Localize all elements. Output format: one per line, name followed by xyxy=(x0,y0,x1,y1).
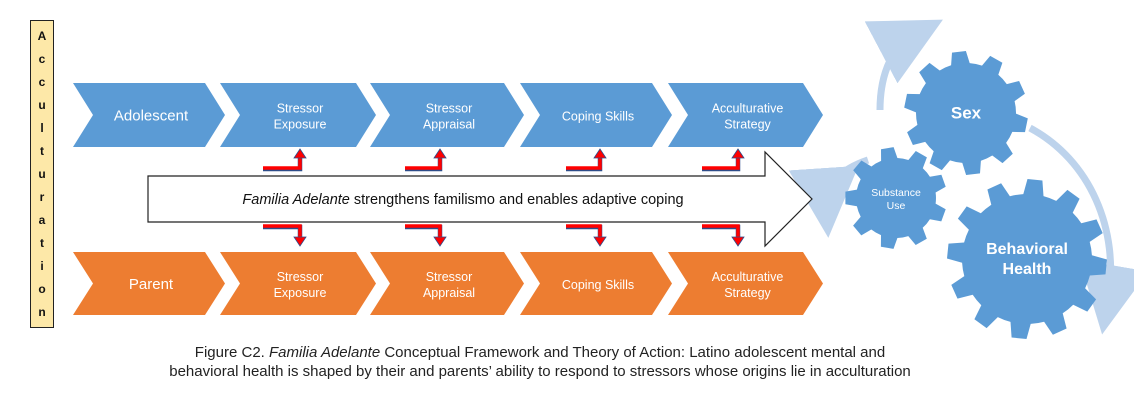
caption-line-1: Figure C2. Familia Adelante Conceptual F… xyxy=(40,343,1040,362)
down-connector xyxy=(405,224,442,238)
down-connector xyxy=(702,224,740,238)
up-arrowhead xyxy=(593,148,607,159)
parent-chevron xyxy=(73,252,225,315)
down-connector xyxy=(566,224,602,238)
side-letter: r xyxy=(39,189,45,204)
down-arrowhead xyxy=(433,236,447,247)
center-arrow-rest: strengthens familismo and enables adapti… xyxy=(350,192,684,208)
adolescent-chevron xyxy=(370,83,524,147)
up-arrowhead xyxy=(433,148,447,159)
down-connector-shadow xyxy=(405,224,443,238)
adolescent-chevron xyxy=(520,83,672,147)
substance-use-gear xyxy=(845,147,946,249)
sex-gear xyxy=(904,51,1028,175)
down-arrowhead xyxy=(731,236,745,247)
side-letter: u xyxy=(38,166,46,181)
caption-line-2: behavioral health is shaped by their and… xyxy=(169,363,911,380)
up-connector xyxy=(702,157,740,170)
down-connector-shadow xyxy=(566,224,603,238)
up-connector xyxy=(263,157,302,170)
parent-chevron xyxy=(370,252,524,315)
center-arrow-text: Familia Adelante strengthens familismo a… xyxy=(242,192,683,208)
down-connector-shadow xyxy=(263,224,303,238)
side-letter: i xyxy=(40,258,44,273)
down-arrowhead xyxy=(293,236,307,247)
down-connector xyxy=(263,224,302,238)
center-arrow-shape xyxy=(147,150,813,248)
side-letter: c xyxy=(38,75,46,90)
side-letter: A xyxy=(37,29,47,44)
side-letter: c xyxy=(38,52,46,67)
connector-arrows xyxy=(263,148,745,247)
center-arrow-italic: Familia Adelante xyxy=(242,192,349,208)
side-letter: u xyxy=(38,98,46,113)
up-arrowhead xyxy=(293,148,307,159)
side-letter: l xyxy=(40,121,44,136)
down-arrowhead xyxy=(593,236,607,247)
center-arrow: Familia Adelante strengthens familismo a… xyxy=(147,150,813,248)
figure-caption: Figure C2. Familia Adelante Conceptual F… xyxy=(40,343,1040,381)
up-arrowhead xyxy=(731,148,745,159)
up-connector xyxy=(405,157,442,170)
adolescent-chevron xyxy=(220,83,376,147)
adolescent-chevron xyxy=(73,83,225,147)
adolescent-chevron-label: Coping Skills xyxy=(562,110,634,124)
down-connector-shadow xyxy=(702,224,741,238)
sex-gear-label: Sex xyxy=(951,103,982,122)
caption-italic: Familia Adelante xyxy=(269,344,381,361)
side-letter: a xyxy=(38,212,46,227)
adolescent-chevron xyxy=(668,83,823,147)
caption-rest: Conceptual Framework and Theory of Actio… xyxy=(380,344,886,361)
up-connector xyxy=(566,157,602,170)
side-letter: t xyxy=(40,144,44,159)
parent-chevron-label: Coping Skills xyxy=(562,278,634,292)
cycle-arrow-top xyxy=(864,19,943,111)
behavioral-health-gear xyxy=(947,179,1107,339)
parent-chevron xyxy=(520,252,672,315)
caption-prefix: Figure C2. xyxy=(194,344,269,361)
parent-chevron-label: Parent xyxy=(129,276,174,293)
side-letter: o xyxy=(38,281,46,296)
parent-chevron xyxy=(220,252,376,315)
parent-chevron xyxy=(668,252,823,315)
side-letter: t xyxy=(40,235,44,250)
cycle-arrow-right xyxy=(1028,124,1134,335)
side-letter: n xyxy=(38,304,46,319)
adolescent-chevron-label: Adolescent xyxy=(114,108,189,125)
